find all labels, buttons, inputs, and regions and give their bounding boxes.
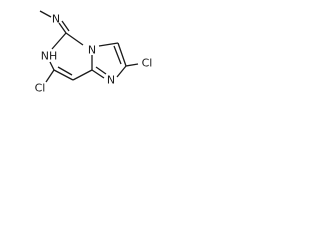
bond-c8a-n1-a bbox=[91, 69, 105, 79]
bond-nh-c7 bbox=[49, 61, 55, 71]
bond-c2-cl bbox=[125, 63, 139, 67]
bond-c7-cl bbox=[45, 69, 55, 83]
atom-label-cl-left: Cl bbox=[35, 82, 46, 95]
bond-c7-c8-a bbox=[53, 69, 74, 81]
structure-diagram: N NH N N Cl Cl bbox=[35, 10, 153, 95]
bond-n-c5-a bbox=[58, 22, 67, 34]
atom-label-cl-right: Cl bbox=[142, 57, 153, 70]
atom-label-nh: NH bbox=[41, 50, 58, 63]
bond-n-c5-b bbox=[61, 20, 70, 32]
atom-label-n-methyl: N bbox=[52, 13, 60, 26]
atom-label-n-ring: N bbox=[107, 74, 115, 87]
bond-n1-c2 bbox=[116, 65, 127, 78]
atom-label-layer: N NH N N Cl Cl bbox=[35, 13, 153, 95]
bond-c8a-n1-b bbox=[95, 66, 107, 75]
bond-c3-nbridge bbox=[98, 42, 119, 47]
bond-c2-c3-b bbox=[113, 45, 122, 65]
bond-c2-c3-a bbox=[117, 42, 127, 67]
bond-c5-nh bbox=[51, 32, 67, 50]
atom-label-n-bridge: N bbox=[88, 44, 96, 57]
bond-c7-c8-b bbox=[57, 66, 73, 76]
bond-layer bbox=[39, 10, 139, 83]
bond-c5-nbridge bbox=[65, 32, 84, 46]
bond-methyl-n bbox=[39, 10, 52, 18]
bond-c8-c8a bbox=[72, 69, 93, 81]
